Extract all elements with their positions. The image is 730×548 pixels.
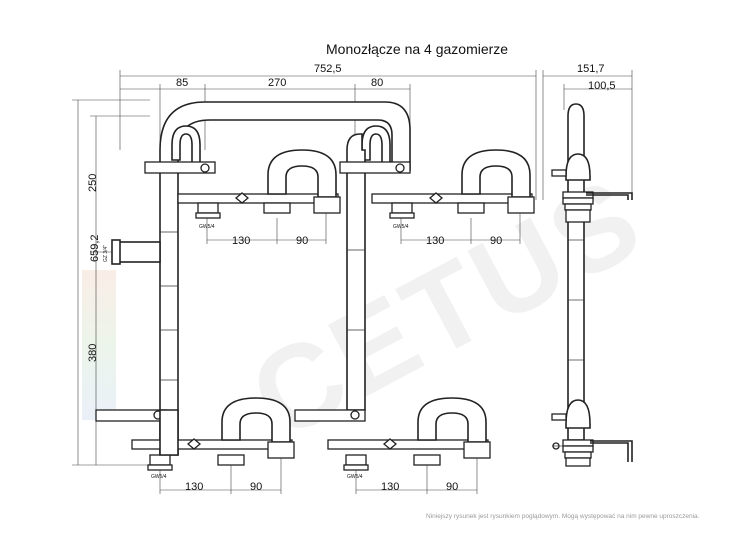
svg-text:GZ 3/4": GZ 3/4" bbox=[103, 245, 109, 262]
svg-text:85: 85 bbox=[176, 77, 188, 89]
svg-text:130: 130 bbox=[232, 235, 250, 247]
drawing-title: Monozłącze na 4 gazomierze bbox=[326, 41, 508, 57]
svg-text:151,7: 151,7 bbox=[577, 63, 605, 75]
svg-text:380: 380 bbox=[87, 344, 99, 362]
svg-text:659,2: 659,2 bbox=[89, 234, 101, 262]
main-manifold-pipe: GZ 3/4" bbox=[103, 101, 411, 456]
svg-text:250: 250 bbox=[87, 174, 99, 192]
svg-text:100,5: 100,5 bbox=[588, 80, 616, 92]
svg-text:90: 90 bbox=[296, 235, 308, 247]
svg-text:130: 130 bbox=[185, 481, 203, 493]
svg-text:130: 130 bbox=[381, 481, 399, 493]
svg-text:GW5/4: GW5/4 bbox=[151, 474, 167, 480]
dimension-side: 151,7 100,5 bbox=[542, 63, 633, 200]
dimension-heights: 659,2 250 380 bbox=[72, 99, 150, 466]
meter-station-lower-left: GW5/4 130 90 bbox=[95, 397, 295, 494]
svg-text:GW5/4: GW5/4 bbox=[347, 474, 363, 480]
svg-text:80: 80 bbox=[371, 77, 383, 89]
svg-text:90: 90 bbox=[250, 481, 262, 493]
svg-text:270: 270 bbox=[268, 77, 286, 89]
svg-text:90: 90 bbox=[490, 235, 502, 247]
svg-text:130: 130 bbox=[426, 235, 444, 247]
meter-station-upper-left: GW5/4 130 90 bbox=[144, 149, 341, 247]
svg-text:752,5: 752,5 bbox=[314, 63, 342, 75]
svg-text:90: 90 bbox=[446, 481, 458, 493]
lower-pipe-bridge bbox=[159, 409, 179, 456]
meter-station-lower-right: GW5/4 130 90 bbox=[294, 397, 491, 494]
watermark-color-strip bbox=[82, 270, 116, 420]
meter-station-upper-right: GW5/4 130 90 bbox=[339, 149, 535, 247]
dimension-total-width: 752,5 bbox=[119, 63, 537, 200]
footer-note: Niniejszy rysunek jest rysunkiem poglądo… bbox=[426, 513, 700, 520]
side-view bbox=[551, 103, 633, 467]
